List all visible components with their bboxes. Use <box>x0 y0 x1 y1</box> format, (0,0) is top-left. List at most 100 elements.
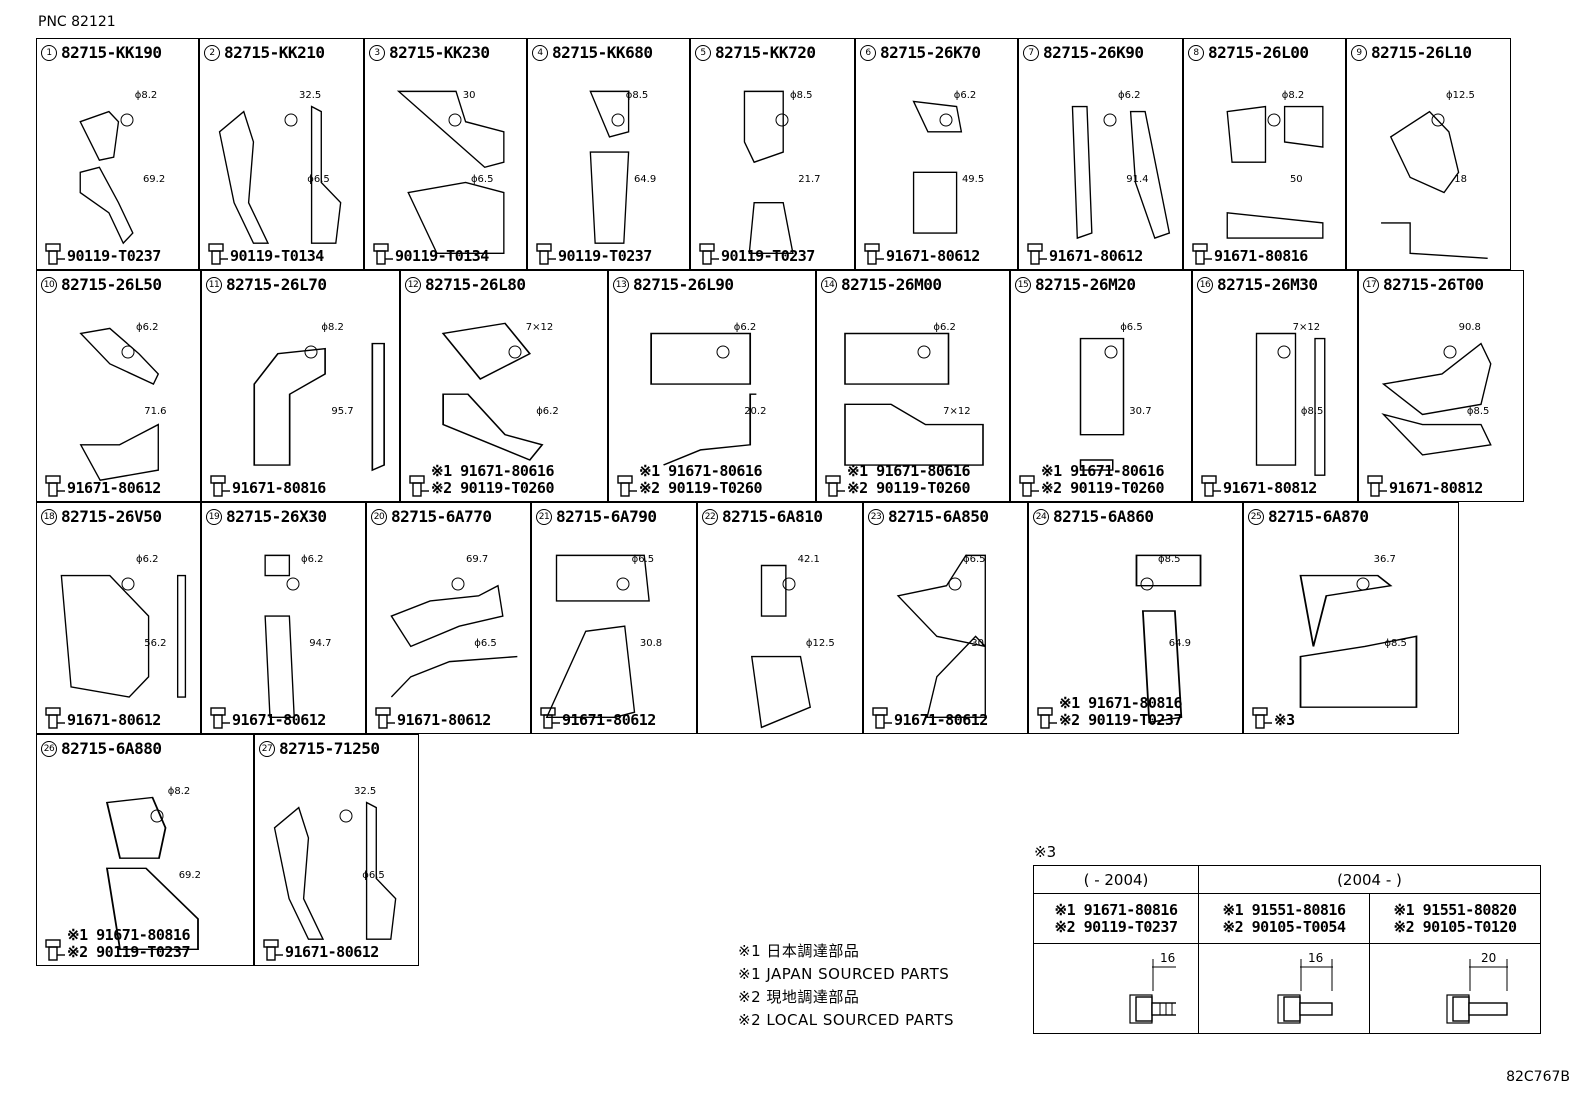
dimension-label: ϕ8.5 <box>790 90 813 102</box>
bolt-icon <box>45 243 65 265</box>
bolt-part-number: 91671-80612 <box>285 943 379 961</box>
bolt-part-number: ※2 90119-T0260 <box>431 479 554 497</box>
part-number: 82715-26L80 <box>425 275 526 294</box>
diagram-code: 82C767B <box>1506 1069 1570 1085</box>
callout-number: 21 <box>536 508 552 525</box>
bracket-outline <box>896 554 986 718</box>
part-number: 82715-26L90 <box>633 275 734 294</box>
bolt-icon <box>872 707 892 729</box>
mounting-hole <box>508 345 522 359</box>
bolt-icon <box>45 707 65 729</box>
dimension-label: 30 <box>971 637 984 649</box>
bolt-part-number: 91671-80612 <box>886 247 980 265</box>
bolt-callout: 91671-80612 <box>43 707 161 729</box>
note-japan-jp: ※1 日本調達部品 <box>738 942 860 960</box>
dimension-label: ϕ6.5 <box>963 554 986 566</box>
dimension-label: 69.2 <box>178 869 201 881</box>
part-number: 82715-6A810 <box>722 507 823 526</box>
dimension-label: ϕ6.2 <box>536 405 559 417</box>
note-local-en: ※2 LOCAL SOURCED PARTS <box>738 1011 954 1029</box>
bolt-part-number: ※2 90119-T0260 <box>847 479 970 497</box>
dimension-label: 30.8 <box>639 637 663 649</box>
bracket-outline <box>60 574 187 698</box>
bolt-part-number: ※1 91671-80616 <box>639 462 762 480</box>
part-drawing-17 <box>1381 342 1492 456</box>
bolt-part-number: ※2 90119-T0260 <box>1041 479 1164 497</box>
bolt-icon <box>263 939 283 961</box>
dimension-label: 20.2 <box>744 405 767 417</box>
bracket-outline <box>1135 554 1202 724</box>
mounting-hole <box>451 577 465 591</box>
bolt-part-number: 91671-80816 <box>232 479 326 497</box>
mounting-hole <box>286 577 300 591</box>
bolt-callout: 90119-T0237 <box>534 243 652 265</box>
bolt-callout: ※1 91671-80616※2 90119-T0260 <box>1017 463 1164 497</box>
dimension-label: ϕ8.5 <box>625 90 649 102</box>
part-number: 82715-26T00 <box>1383 275 1484 294</box>
dimension-label: 69.7 <box>466 554 489 566</box>
bracket-outline <box>743 90 794 254</box>
dimension-label: 50 <box>1289 173 1303 185</box>
part-number: 82715-26K90 <box>1043 43 1144 62</box>
bolt-callout: ※1 91671-80616※2 90119-T0260 <box>615 463 762 497</box>
bolt-callout: 90119-T0237 <box>697 243 815 265</box>
bracket-outline <box>545 554 650 718</box>
mounting-hole <box>1267 113 1281 127</box>
dimension-label: 91.4 <box>1126 173 1149 185</box>
callout-number: 20 <box>371 508 387 525</box>
bolt-icon <box>409 475 429 497</box>
bracket-outline <box>79 110 134 245</box>
bracket-outline <box>912 100 963 234</box>
bracket-outline <box>79 327 160 481</box>
callout-number: 1 <box>41 44 57 61</box>
dimension-label: 32.5 <box>354 786 377 798</box>
part-number: 82715-26M30 <box>1217 275 1318 294</box>
bolt-part-number: 91671-80612 <box>562 711 656 729</box>
bolt-callout: 90119-T0134 <box>371 243 489 265</box>
bolt-part-number: ※3 <box>1274 711 1295 729</box>
bolt-part-number: ※1 91671-80616 <box>431 462 554 480</box>
bolt-part-number: 90119-T0237 <box>721 247 815 265</box>
bolt-callout: ※1 91671-80816※2 90119-T0237 <box>43 927 190 961</box>
dimension-label: 18 <box>1454 173 1467 185</box>
dimension-label: ϕ8.5 <box>1466 405 1490 417</box>
bolt-icon <box>536 243 556 265</box>
dimension-label: ϕ6.2 <box>136 322 159 334</box>
mounting-hole <box>611 113 625 127</box>
part-number: 82715-6A770 <box>391 507 492 526</box>
part-number: 82715-26K70 <box>880 43 981 62</box>
bracket-outline <box>441 322 544 461</box>
svg-text:16: 16 <box>1160 951 1175 965</box>
part-number: 82715-KK230 <box>389 43 490 62</box>
part-drawing-10 <box>79 327 160 481</box>
dimension-label: ϕ8.2 <box>321 322 344 334</box>
bolt-callout: 90119-T0134 <box>206 243 324 265</box>
bolt-icon <box>1201 475 1221 497</box>
dimension-label: 7×12 <box>943 405 971 417</box>
mounting-hole <box>939 113 953 127</box>
part-number: 82715-26L50 <box>61 275 162 294</box>
part-drawing-11 <box>253 342 385 472</box>
callout-number: 18 <box>41 508 57 525</box>
bolt-callout: 91671-80612 <box>1025 243 1143 265</box>
bracket-outline <box>1071 105 1171 240</box>
